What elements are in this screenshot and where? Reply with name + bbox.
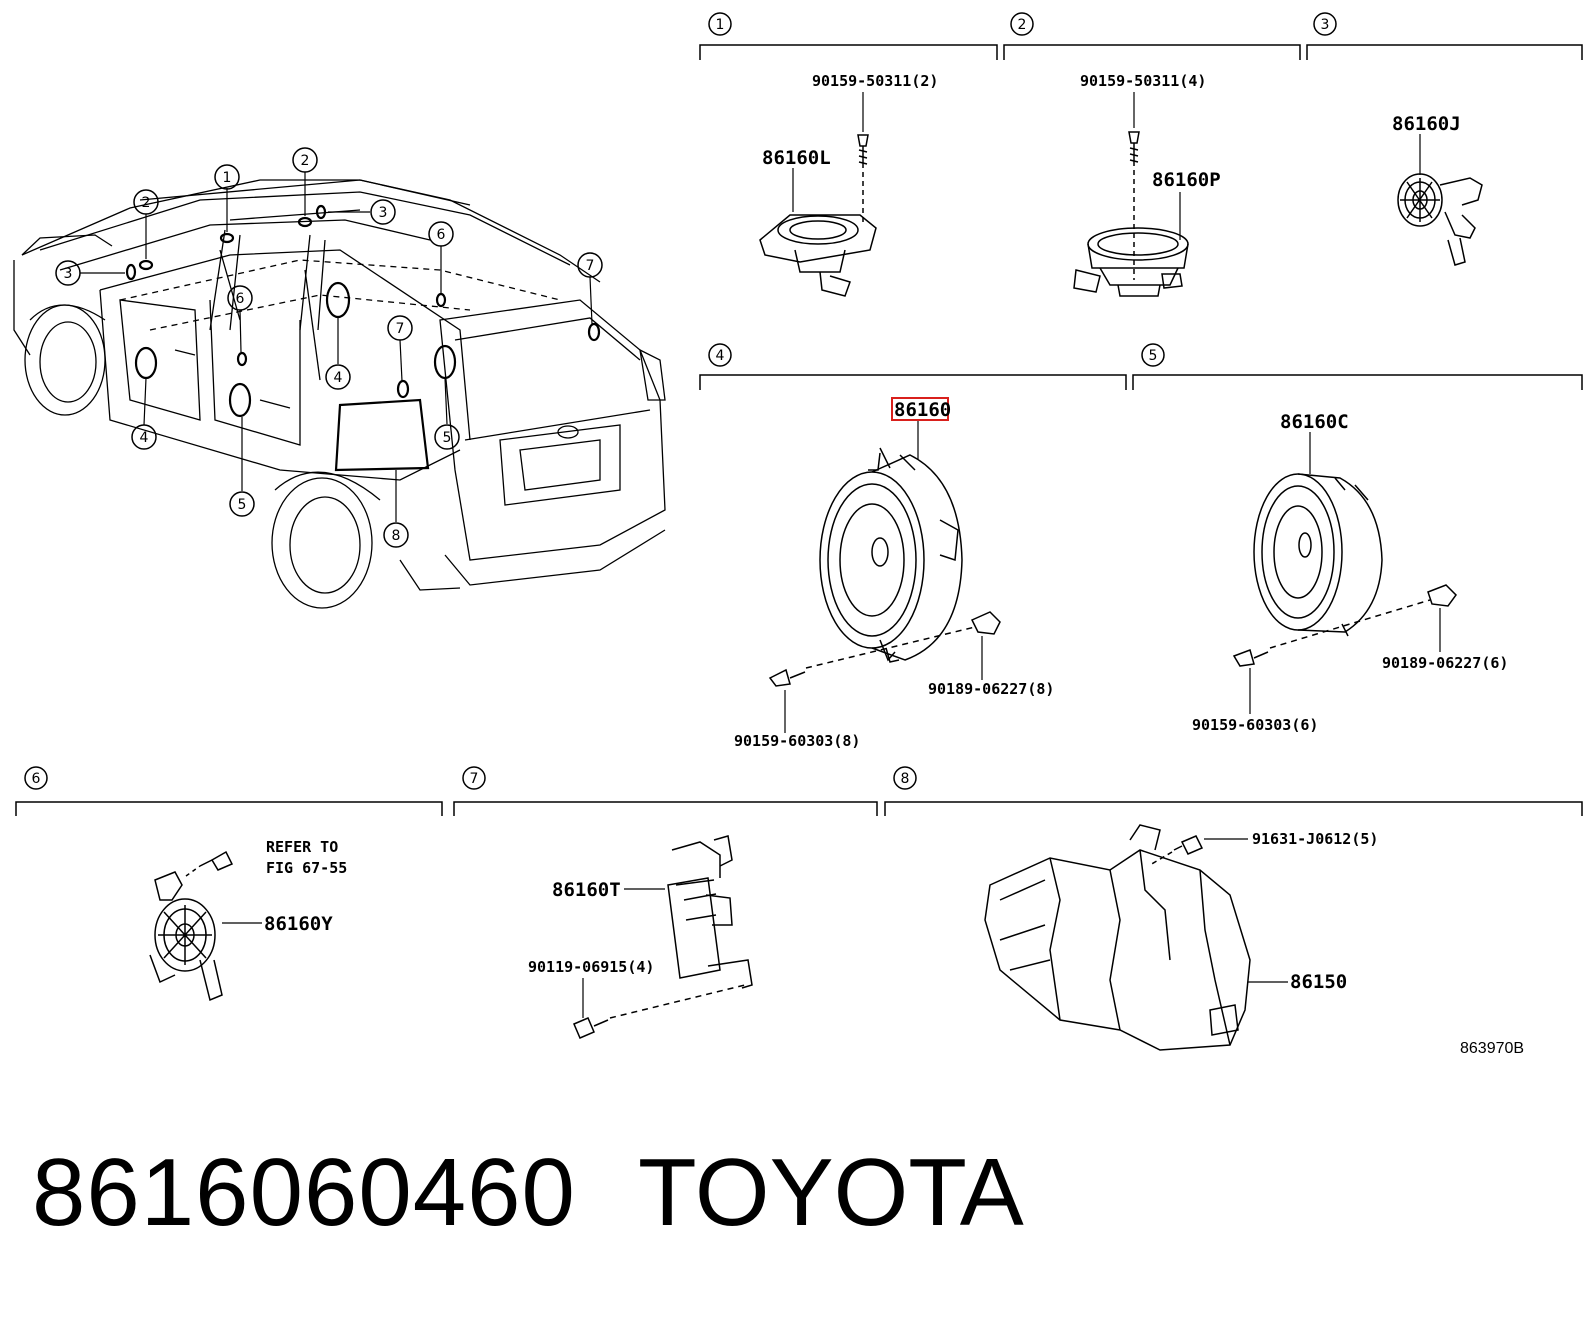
part-illustration-86160P xyxy=(1073,92,1189,297)
figure-code: 863970B xyxy=(1460,1040,1525,1057)
part-illustration-86150 xyxy=(984,824,1288,1051)
s4-clip-label: 90189-06227(8) xyxy=(928,680,1054,698)
s6-part-label: 86160Y xyxy=(264,913,333,935)
callout-number: 6 xyxy=(236,291,245,307)
section-number-circles xyxy=(24,12,1337,790)
highlight-box xyxy=(891,397,949,421)
s2-part-label: 86160P xyxy=(1152,169,1221,191)
s2-bolt-label: 90159-50311(4) xyxy=(1080,72,1206,90)
part-illustration-86160Y xyxy=(149,850,262,1002)
s5-screw-label: 90159-60303(6) xyxy=(1192,716,1318,734)
part-illustration-86160T xyxy=(573,835,753,1039)
callout-number: 6 xyxy=(437,227,446,243)
part-illustration-86160 xyxy=(768,420,1001,733)
callout-number: 4 xyxy=(334,370,343,386)
part-illustration-86160C xyxy=(1232,432,1457,714)
section-8-number: 8 xyxy=(901,771,910,787)
callout-number: 5 xyxy=(238,497,247,513)
s1-part-label: 86160L xyxy=(762,147,831,169)
vehicle-illustration xyxy=(13,179,666,609)
s1-bolt-label: 90159-50311(2) xyxy=(812,72,938,90)
callout-number: 3 xyxy=(64,266,73,282)
s8-part-label: 86150 xyxy=(1290,971,1347,993)
s4-screw-label: 90159-60303(8) xyxy=(734,732,860,750)
s6-refer-line1: REFER TO xyxy=(266,838,338,856)
s7-part-label: 86160T xyxy=(552,879,621,901)
section-brackets xyxy=(15,44,1583,816)
footer-part-number: 8616060460 xyxy=(32,1139,576,1246)
section-2-number: 2 xyxy=(1018,17,1027,33)
s5-clip-label: 90189-06227(6) xyxy=(1382,654,1508,672)
callout-number: 7 xyxy=(586,258,595,274)
callout-number: 3 xyxy=(379,205,388,221)
section-5-number: 5 xyxy=(1149,348,1158,364)
vehicle-callout-circles xyxy=(55,147,603,548)
s5-part-label: 86160C xyxy=(1280,411,1349,433)
callout-number: 2 xyxy=(301,153,310,169)
part-illustration-86160L xyxy=(759,92,877,297)
s6-refer-line2: FIG 67-55 xyxy=(266,859,347,877)
s4-part-label: 86160 xyxy=(894,399,951,421)
callout-number: 5 xyxy=(443,430,452,446)
footer-brand: TOYOTA xyxy=(638,1139,1024,1246)
vehicle-callout-leaders xyxy=(80,172,593,522)
section-7-number: 7 xyxy=(470,771,479,787)
callout-number: 2 xyxy=(142,195,151,211)
callout-number: 7 xyxy=(396,321,405,337)
s3-part-label: 86160J xyxy=(1392,113,1461,135)
section-1-number: 1 xyxy=(716,17,725,33)
section-number-labels: 1 2 3 4 5 6 7 8 xyxy=(32,17,1330,787)
section-4-number: 4 xyxy=(716,348,725,364)
section-3-number: 3 xyxy=(1321,17,1330,33)
part-illustration-86160J xyxy=(1397,134,1483,266)
vehicle-callout-numbers: 1 2 2 3 3 6 6 7 7 4 4 5 5 8 xyxy=(64,153,595,544)
s8-bolt-label: 91631-J0612(5) xyxy=(1252,830,1378,848)
s7-bolt-label: 90119-06915(4) xyxy=(528,958,654,976)
callout-number: 1 xyxy=(223,170,232,186)
callout-number: 8 xyxy=(392,528,401,544)
callout-number: 4 xyxy=(140,430,149,446)
section-6-number: 6 xyxy=(32,771,41,787)
